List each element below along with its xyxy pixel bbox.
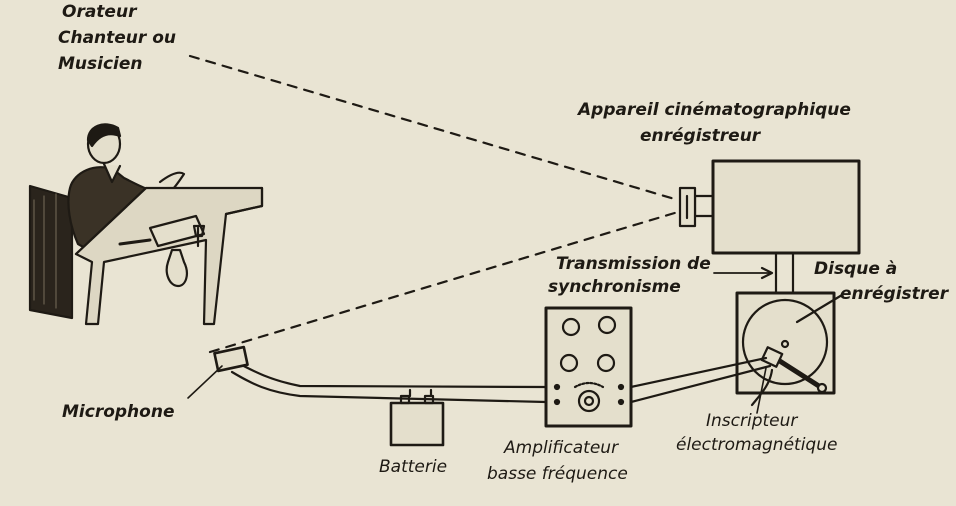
sync-shaft bbox=[713, 251, 795, 295]
cables bbox=[230, 356, 772, 404]
amplifier-label-line1: Amplificateur bbox=[504, 438, 619, 458]
sight-line-lower bbox=[208, 210, 680, 354]
camera-label-line2: enrégistreur bbox=[640, 126, 761, 146]
battery bbox=[389, 394, 445, 447]
sync-label-line1: Transmission de bbox=[556, 254, 711, 274]
disc-label-line1: Disque à bbox=[814, 259, 898, 279]
sight-line-upper bbox=[188, 54, 680, 202]
pickup-label-line1: Inscripteur bbox=[706, 411, 798, 431]
battery-label: Batterie bbox=[379, 457, 448, 477]
disc-label-line2: enrégistrer bbox=[840, 284, 949, 304]
amplifier-label-line2: basse fréquence bbox=[487, 464, 628, 484]
camera bbox=[678, 159, 861, 255]
amplifier bbox=[544, 306, 633, 428]
speaker-label-line3: Musicien bbox=[58, 54, 143, 74]
pickup-label-line2: électromagnétique bbox=[676, 435, 838, 455]
microphone bbox=[187, 345, 249, 399]
sync-label-line2: synchronisme bbox=[548, 277, 681, 297]
microphone-label: Microphone bbox=[62, 402, 175, 422]
speaker-illustration bbox=[28, 123, 264, 326]
speaker-label-line2: Chanteur ou bbox=[58, 28, 176, 48]
camera-label-line1: Appareil cinématographique bbox=[578, 100, 851, 120]
disc-recorder bbox=[735, 291, 844, 407]
speaker-label-line1: Orateur bbox=[62, 2, 137, 22]
